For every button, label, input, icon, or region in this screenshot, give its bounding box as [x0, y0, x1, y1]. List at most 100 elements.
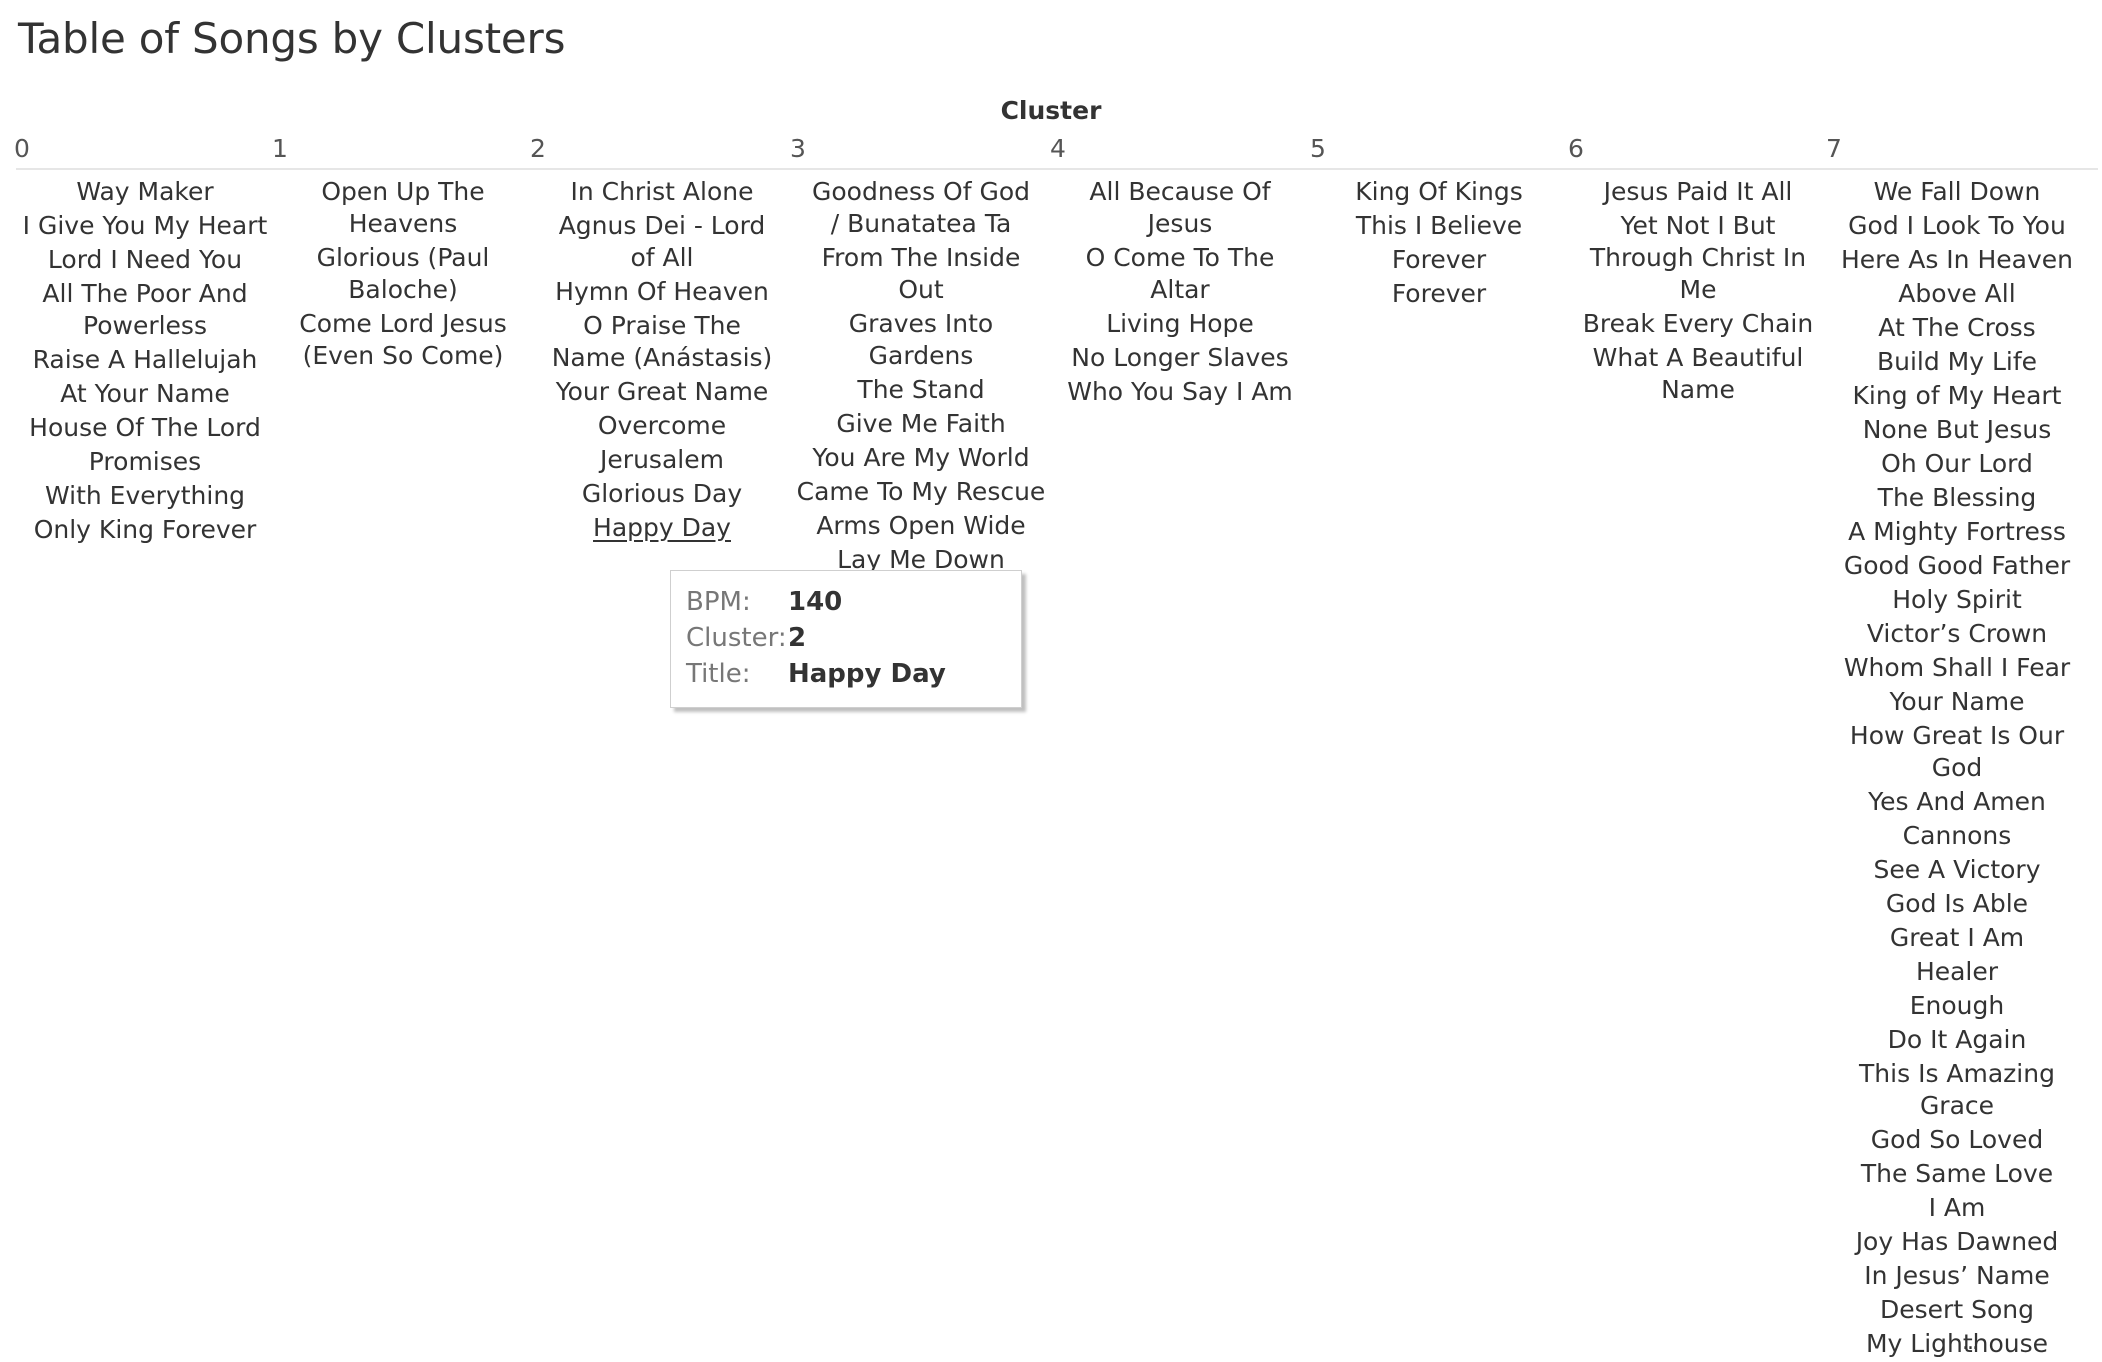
song-cell[interactable]: Come Lord Jesus (Even So Come) — [299, 309, 507, 370]
song-cell[interactable]: Healer — [1915, 957, 1999, 986]
song-cell[interactable]: Cannons — [1902, 821, 2012, 850]
song-cell[interactable]: In Jesus’ Name — [1864, 1261, 2050, 1290]
song-cell[interactable]: God Is Able — [1885, 889, 2029, 918]
song-cell[interactable]: The Stand — [857, 375, 985, 404]
song-cell[interactable]: Came To My Rescue — [796, 477, 1046, 506]
header-divider — [16, 168, 2098, 170]
song-cell[interactable]: Only King Forever — [33, 515, 257, 544]
tooltip-key: Cluster: — [686, 623, 787, 653]
song-cell[interactable]: Jesus Paid It All — [1603, 177, 1793, 206]
song-cell[interactable]: King of My Heart — [1852, 381, 2062, 410]
song-cell[interactable]: All Because Of Jesus — [1089, 177, 1271, 238]
song-cell[interactable]: Build My Life — [1876, 347, 2038, 376]
song-cell[interactable]: Your Name — [1889, 687, 2025, 716]
song-cell[interactable]: Arms Open Wide — [816, 511, 1026, 540]
song-cell[interactable]: Way Maker — [76, 177, 214, 206]
song-cell[interactable]: None But Jesus — [1862, 415, 2052, 444]
song-cell[interactable]: Joy Has Dawned — [1855, 1227, 2059, 1256]
song-cell[interactable]: Above All — [1898, 279, 2016, 308]
song-cell[interactable]: Goodness Of God / Bunatatea Ta — [811, 177, 1031, 238]
song-cell[interactable]: Whom Shall I Fear — [1843, 653, 2071, 682]
song-cell[interactable]: Open Up The Heavens — [321, 177, 485, 238]
song-cell[interactable]: O Praise The Name (Anástasis) — [551, 311, 773, 372]
song-cell[interactable]: This I Believe — [1355, 211, 1523, 240]
song-cell[interactable]: The Same Love — [1860, 1159, 2054, 1188]
cluster-label-3: 3 — [790, 134, 806, 163]
song-cell[interactable]: Oh Our Lord — [1881, 449, 2033, 478]
tooltip-key: BPM: — [686, 587, 751, 617]
song-cell[interactable]: I Am — [1928, 1193, 1986, 1222]
song-cell[interactable]: Your Great Name — [555, 377, 769, 406]
song-cell[interactable]: House Of The Lord — [29, 413, 261, 442]
page-title: Table of Songs by Clusters — [18, 14, 566, 63]
song-cell[interactable]: Good Good Father — [1843, 551, 2071, 580]
song-cell[interactable]: My Lighthouse — [1865, 1329, 2049, 1358]
cluster-column-header: Cluster — [1000, 96, 1102, 125]
song-cell[interactable]: Here As In Heaven — [1841, 245, 2073, 274]
song-cell[interactable]: How Great Is Our God — [1849, 721, 2065, 782]
song-cell[interactable]: Great I Am — [1889, 923, 2025, 952]
song-cell[interactable]: Break Every Chain — [1582, 309, 1814, 338]
more-rows-indicator[interactable]: ... — [1962, 1330, 1979, 1355]
song-cell[interactable]: At Your Name — [60, 379, 230, 408]
song-cell[interactable]: A Mighty Fortress — [1848, 517, 2066, 546]
song-cell[interactable]: Lord I Need You — [47, 245, 243, 274]
song-cell[interactable]: Graves Into Gardens — [848, 309, 994, 370]
song-cell[interactable]: Happy Day — [593, 513, 731, 542]
song-cell[interactable]: No Longer Slaves — [1071, 343, 1289, 372]
song-cell[interactable]: Overcome — [597, 411, 727, 440]
tooltip-value: 2 — [788, 623, 807, 653]
song-cell[interactable]: At The Cross — [1878, 313, 2036, 342]
song-cell[interactable]: Yes And Amen — [1868, 787, 2046, 816]
song-cell[interactable]: God I Look To You — [1848, 211, 2066, 240]
tooltip-row-title: Title: Happy Day — [686, 659, 946, 689]
song-cell[interactable]: What A Beautiful Name — [1592, 343, 1804, 404]
cluster-label-5: 5 — [1310, 134, 1326, 163]
song-cell[interactable]: Agnus Dei - Lord of All — [558, 211, 766, 272]
tooltip-key: Title: — [686, 659, 751, 689]
song-cell[interactable]: Promises — [88, 447, 202, 476]
song-cell[interactable]: Raise A Hallelujah — [32, 345, 258, 374]
song-cell[interactable]: God So Loved — [1870, 1125, 2044, 1154]
song-cell[interactable]: From The Inside Out — [821, 243, 1021, 304]
song-cell[interactable]: Lay Me Down — [837, 545, 1005, 574]
song-cell[interactable]: With Everything — [44, 481, 246, 510]
song-cell[interactable]: All The Poor And Powerless — [42, 279, 248, 340]
song-cell[interactable]: Holy Spirit — [1892, 585, 2022, 614]
song-cell[interactable]: Victor’s Crown — [1866, 619, 2048, 648]
song-cell[interactable]: Living Hope — [1106, 309, 1254, 338]
song-cell[interactable]: See A Victory — [1873, 855, 2041, 884]
song-cell[interactable]: Forever — [1391, 279, 1487, 308]
song-cell[interactable]: Who You Say I Am — [1067, 377, 1293, 406]
song-cell[interactable]: You Are My World — [812, 443, 1030, 472]
cluster-label-7: 7 — [1826, 134, 1842, 163]
song-cell[interactable]: Do It Again — [1887, 1025, 2027, 1054]
song-cell[interactable]: I Give You My Heart — [22, 211, 268, 240]
song-cell[interactable]: Yet Not I But Through Christ In Me — [1589, 211, 1807, 304]
cluster-label-0: 0 — [14, 134, 30, 163]
song-cell[interactable]: Forever — [1391, 245, 1487, 274]
song-cell[interactable]: O Come To The Altar — [1085, 243, 1275, 304]
cluster-label-1: 1 — [272, 134, 288, 163]
tooltip-value: Happy Day — [788, 659, 946, 689]
cluster-label-2: 2 — [530, 134, 546, 163]
song-cell[interactable]: Jerusalem — [600, 445, 724, 474]
song-cell[interactable]: Enough — [1909, 991, 2005, 1020]
song-cell[interactable]: Hymn Of Heaven — [555, 277, 769, 306]
song-cell[interactable]: In Christ Alone — [570, 177, 754, 206]
song-cell[interactable]: Give Me Faith — [836, 409, 1006, 438]
tooltip-row-bpm: BPM:140 — [686, 587, 842, 617]
tooltip-row-cluster: Cluster:2 — [686, 623, 806, 653]
song-cell[interactable]: Glorious (Paul Baloche) — [316, 243, 490, 304]
song-cell[interactable]: The Blessing — [1877, 483, 2037, 512]
song-cell[interactable]: This Is Amazing Grace — [1859, 1059, 2055, 1120]
song-cell[interactable]: Desert Song — [1880, 1295, 2034, 1324]
song-cell[interactable]: Glorious Day — [581, 479, 743, 508]
song-cell[interactable]: King Of Kings — [1355, 177, 1523, 206]
song-cell[interactable]: We Fall Down — [1873, 177, 2041, 206]
